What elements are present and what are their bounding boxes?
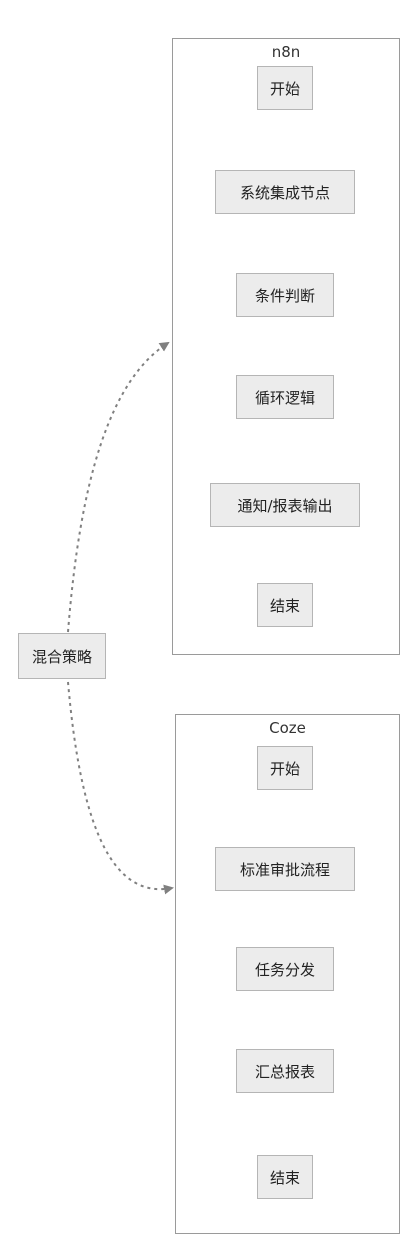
root-node-mixed-strategy[interactable]: 混合策略: [18, 633, 106, 679]
n8n-node-notify-report-label: 通知/报表输出: [237, 496, 333, 515]
n8n-node-start-label: 开始: [269, 79, 300, 98]
n8n-node-notify-report[interactable]: 通知/报表输出: [210, 483, 360, 527]
n8n-node-condition[interactable]: 条件判断: [236, 273, 334, 317]
n8n-node-loop-label: 循环逻辑: [254, 388, 315, 407]
coze-node-end[interactable]: 结束: [257, 1155, 313, 1199]
cluster-n8n-title: n8n: [271, 43, 301, 61]
n8n-node-system-integration[interactable]: 系统集成节点: [215, 170, 355, 214]
coze-node-end-label: 结束: [269, 1168, 300, 1187]
coze-node-summary-report-label: 汇总报表: [254, 1062, 315, 1081]
root-node-label: 混合策略: [31, 647, 92, 666]
n8n-node-condition-label: 条件判断: [254, 286, 315, 305]
n8n-node-start[interactable]: 开始: [257, 66, 313, 110]
cluster-coze-title: Coze: [269, 719, 306, 737]
n8n-node-loop[interactable]: 循环逻辑: [236, 375, 334, 419]
cluster-n8n: n8n: [172, 38, 400, 655]
coze-node-task-dispatch-label: 任务分发: [254, 960, 315, 979]
coze-node-approval[interactable]: 标准审批流程: [215, 847, 355, 891]
coze-node-start[interactable]: 开始: [257, 746, 313, 790]
coze-node-summary-report[interactable]: 汇总报表: [236, 1049, 334, 1093]
n8n-node-end-label: 结束: [269, 596, 300, 615]
n8n-node-end[interactable]: 结束: [257, 583, 313, 627]
n8n-node-system-integration-label: 系统集成节点: [239, 183, 330, 202]
coze-node-task-dispatch[interactable]: 任务分发: [236, 947, 334, 991]
coze-node-approval-label: 标准审批流程: [239, 860, 330, 879]
edge-root-to-coze: [67, 681, 174, 895]
coze-node-start-label: 开始: [269, 759, 300, 778]
edge-root-to-n8n: [67, 341, 170, 633]
